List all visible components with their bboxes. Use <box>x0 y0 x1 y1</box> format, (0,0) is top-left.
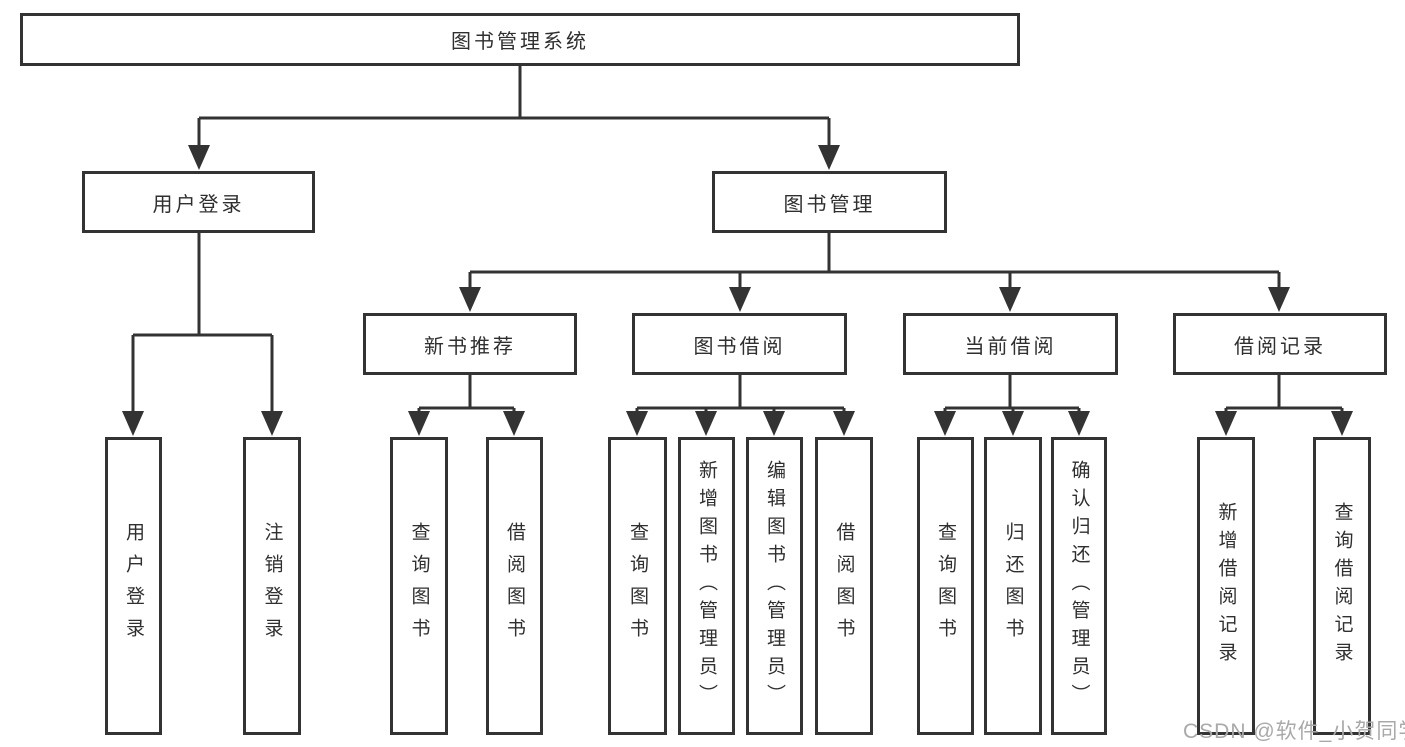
leaf-query-books-borrowing: 查询图书 <box>608 437 667 735</box>
leaf-user-login: 用户登录 <box>105 437 162 735</box>
leaf-edit-book-admin: 编辑图书（管理员） <box>746 437 803 735</box>
node-current-borrowing: 当前借阅 <box>903 313 1118 375</box>
leaf-query-books-current: 查询图书 <box>917 437 974 735</box>
node-book-borrowing: 图书借阅 <box>632 313 847 375</box>
leaf-query-borrow-record: 查询借阅记录 <box>1313 437 1371 735</box>
leaf-logout: 注销登录 <box>243 437 301 735</box>
node-new-book-recommend: 新书推荐 <box>363 313 577 375</box>
node-library-management-system: 图书管理系统 <box>20 13 1020 66</box>
leaf-add-borrow-record: 新增借阅记录 <box>1197 437 1255 735</box>
leaf-borrow-books: 借阅图书 <box>815 437 873 735</box>
leaf-borrow-books-recommend: 借阅图书 <box>486 437 543 735</box>
arrowheads <box>122 145 1353 436</box>
leaf-add-book-admin: 新增图书（管理员） <box>678 437 735 735</box>
leaf-return-books: 归还图书 <box>984 437 1042 735</box>
leaf-confirm-return-admin: 确认归还（管理员） <box>1051 437 1107 735</box>
leaf-query-books-recommend: 查询图书 <box>390 437 448 735</box>
node-borrow-records: 借阅记录 <box>1173 313 1387 375</box>
node-book-management: 图书管理 <box>712 171 947 233</box>
node-user-login: 用户登录 <box>82 171 315 233</box>
watermark: CSDN @软件_小贺同学 <box>1183 720 1405 743</box>
